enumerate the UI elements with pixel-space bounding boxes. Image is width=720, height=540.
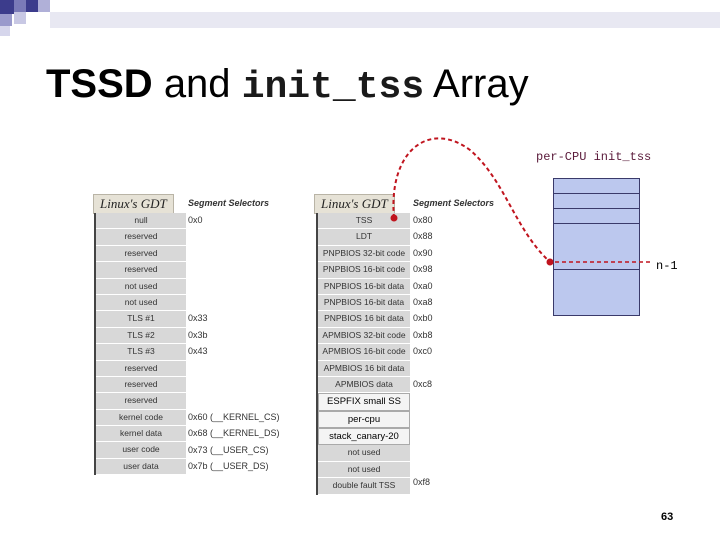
gdt-row: reserved xyxy=(96,229,186,246)
title-tail: Array xyxy=(433,62,529,106)
page-number: 63 xyxy=(661,511,674,523)
gdt-row: null xyxy=(96,213,186,230)
tss-entry xyxy=(554,194,639,209)
gdt-row: PNPBIOS 16-bit code xyxy=(318,262,410,279)
gdt-row: PNPBIOS 32-bit code xyxy=(318,245,410,263)
segment-selector: 0xb0 xyxy=(413,313,433,324)
gdt-row: double fault TSS xyxy=(318,478,410,495)
segment-selector: 0xc8 xyxy=(413,379,433,389)
title-mid: and xyxy=(163,62,231,106)
gdt-row: PNPBIOS 16 bit data xyxy=(318,311,410,328)
tss-entry xyxy=(554,179,639,194)
gdt-row: APMBIOS data xyxy=(318,376,410,394)
right-seg-header: Segment Selectors xyxy=(413,198,495,208)
segment-selector: 0xa0 xyxy=(413,280,433,291)
gdt-row: reserved xyxy=(96,245,186,263)
gdt-row: not used xyxy=(96,278,186,295)
gdt-row: PNPBIOS 16-bit data xyxy=(318,278,410,295)
gdt-row: not used xyxy=(318,461,410,479)
gdt-row: per-cpu xyxy=(318,410,410,429)
arrow-end-dot xyxy=(546,258,554,266)
gdt-row: APMBIOS 16 bit data xyxy=(318,360,410,377)
gdt-row: not used xyxy=(96,294,186,312)
gdt-row: TLS #3 xyxy=(96,344,186,361)
segment-selector: 0x80 xyxy=(413,215,433,225)
segment-selector: 0x90 xyxy=(413,247,433,258)
segment-selector: 0x98 xyxy=(413,264,433,275)
gdt-row: reserved xyxy=(96,360,186,377)
segment-selector: 0x33 xyxy=(188,313,208,324)
segment-selector: 0xf8 xyxy=(413,477,431,488)
title-code: init_tss xyxy=(241,66,425,109)
tss-entry xyxy=(554,209,639,224)
n-minus-1-label: n-1 xyxy=(656,259,678,273)
segment-selector: 0x7b (__USER_DS) xyxy=(188,461,269,471)
segment-selector: 0x68 (__KERNEL_DS) xyxy=(188,428,280,439)
percpu-label: per-CPU init_tss xyxy=(536,150,652,164)
gdt-row: APMBIOS 32-bit code xyxy=(318,327,410,345)
segment-selector: 0x73 (__USER_CS) xyxy=(188,444,269,455)
corner-decoration xyxy=(0,0,720,36)
gdt-row: reserved xyxy=(96,393,186,410)
init-tss-array xyxy=(553,178,640,316)
gdt-row: user data xyxy=(96,458,186,476)
gdt-row: stack_canary-20 xyxy=(318,428,410,446)
segment-selector: 0xa8 xyxy=(413,297,433,307)
segment-selector: 0x3b xyxy=(188,329,208,340)
gdt-row: ESPFIX small SS xyxy=(318,393,410,411)
gdt-row: TLS #1 xyxy=(96,311,186,328)
slide-title: TSSD and init_tss Array xyxy=(46,62,529,109)
title-bold: TSSD xyxy=(46,62,153,106)
tss-to-init-tss-arrow xyxy=(392,137,551,263)
segment-selector: 0x88 xyxy=(413,231,433,242)
right-gdt-label: Linux's GDT xyxy=(314,194,395,214)
gdt-row: user code xyxy=(96,442,186,459)
gdt-row: kernel code xyxy=(96,409,186,427)
tss-entry xyxy=(554,270,639,315)
gdt-row: kernel data xyxy=(96,426,186,443)
segment-selector: 0xb8 xyxy=(413,329,433,340)
segment-selector: 0x43 xyxy=(188,346,208,357)
gdt-row: reserved xyxy=(96,376,186,394)
gdt-row: APMBIOS 16-bit code xyxy=(318,344,410,361)
gdt-row: not used xyxy=(318,445,410,462)
segment-selector: 0x60 (__KERNEL_CS) xyxy=(188,411,280,422)
left-seg-header: Segment Selectors xyxy=(188,198,270,208)
gdt-row: reserved xyxy=(96,262,186,279)
arrow-start-dot xyxy=(390,214,398,222)
gdt-row: PNPBIOS 16-bit data xyxy=(318,294,410,312)
gdt-row: TLS #2 xyxy=(96,327,186,345)
segment-selector: 0x0 xyxy=(188,215,203,225)
tss-entry xyxy=(554,224,639,270)
gdt-row: TSS xyxy=(318,213,410,230)
gdt-row: LDT xyxy=(318,229,410,246)
segment-selector: 0xc0 xyxy=(413,346,433,357)
